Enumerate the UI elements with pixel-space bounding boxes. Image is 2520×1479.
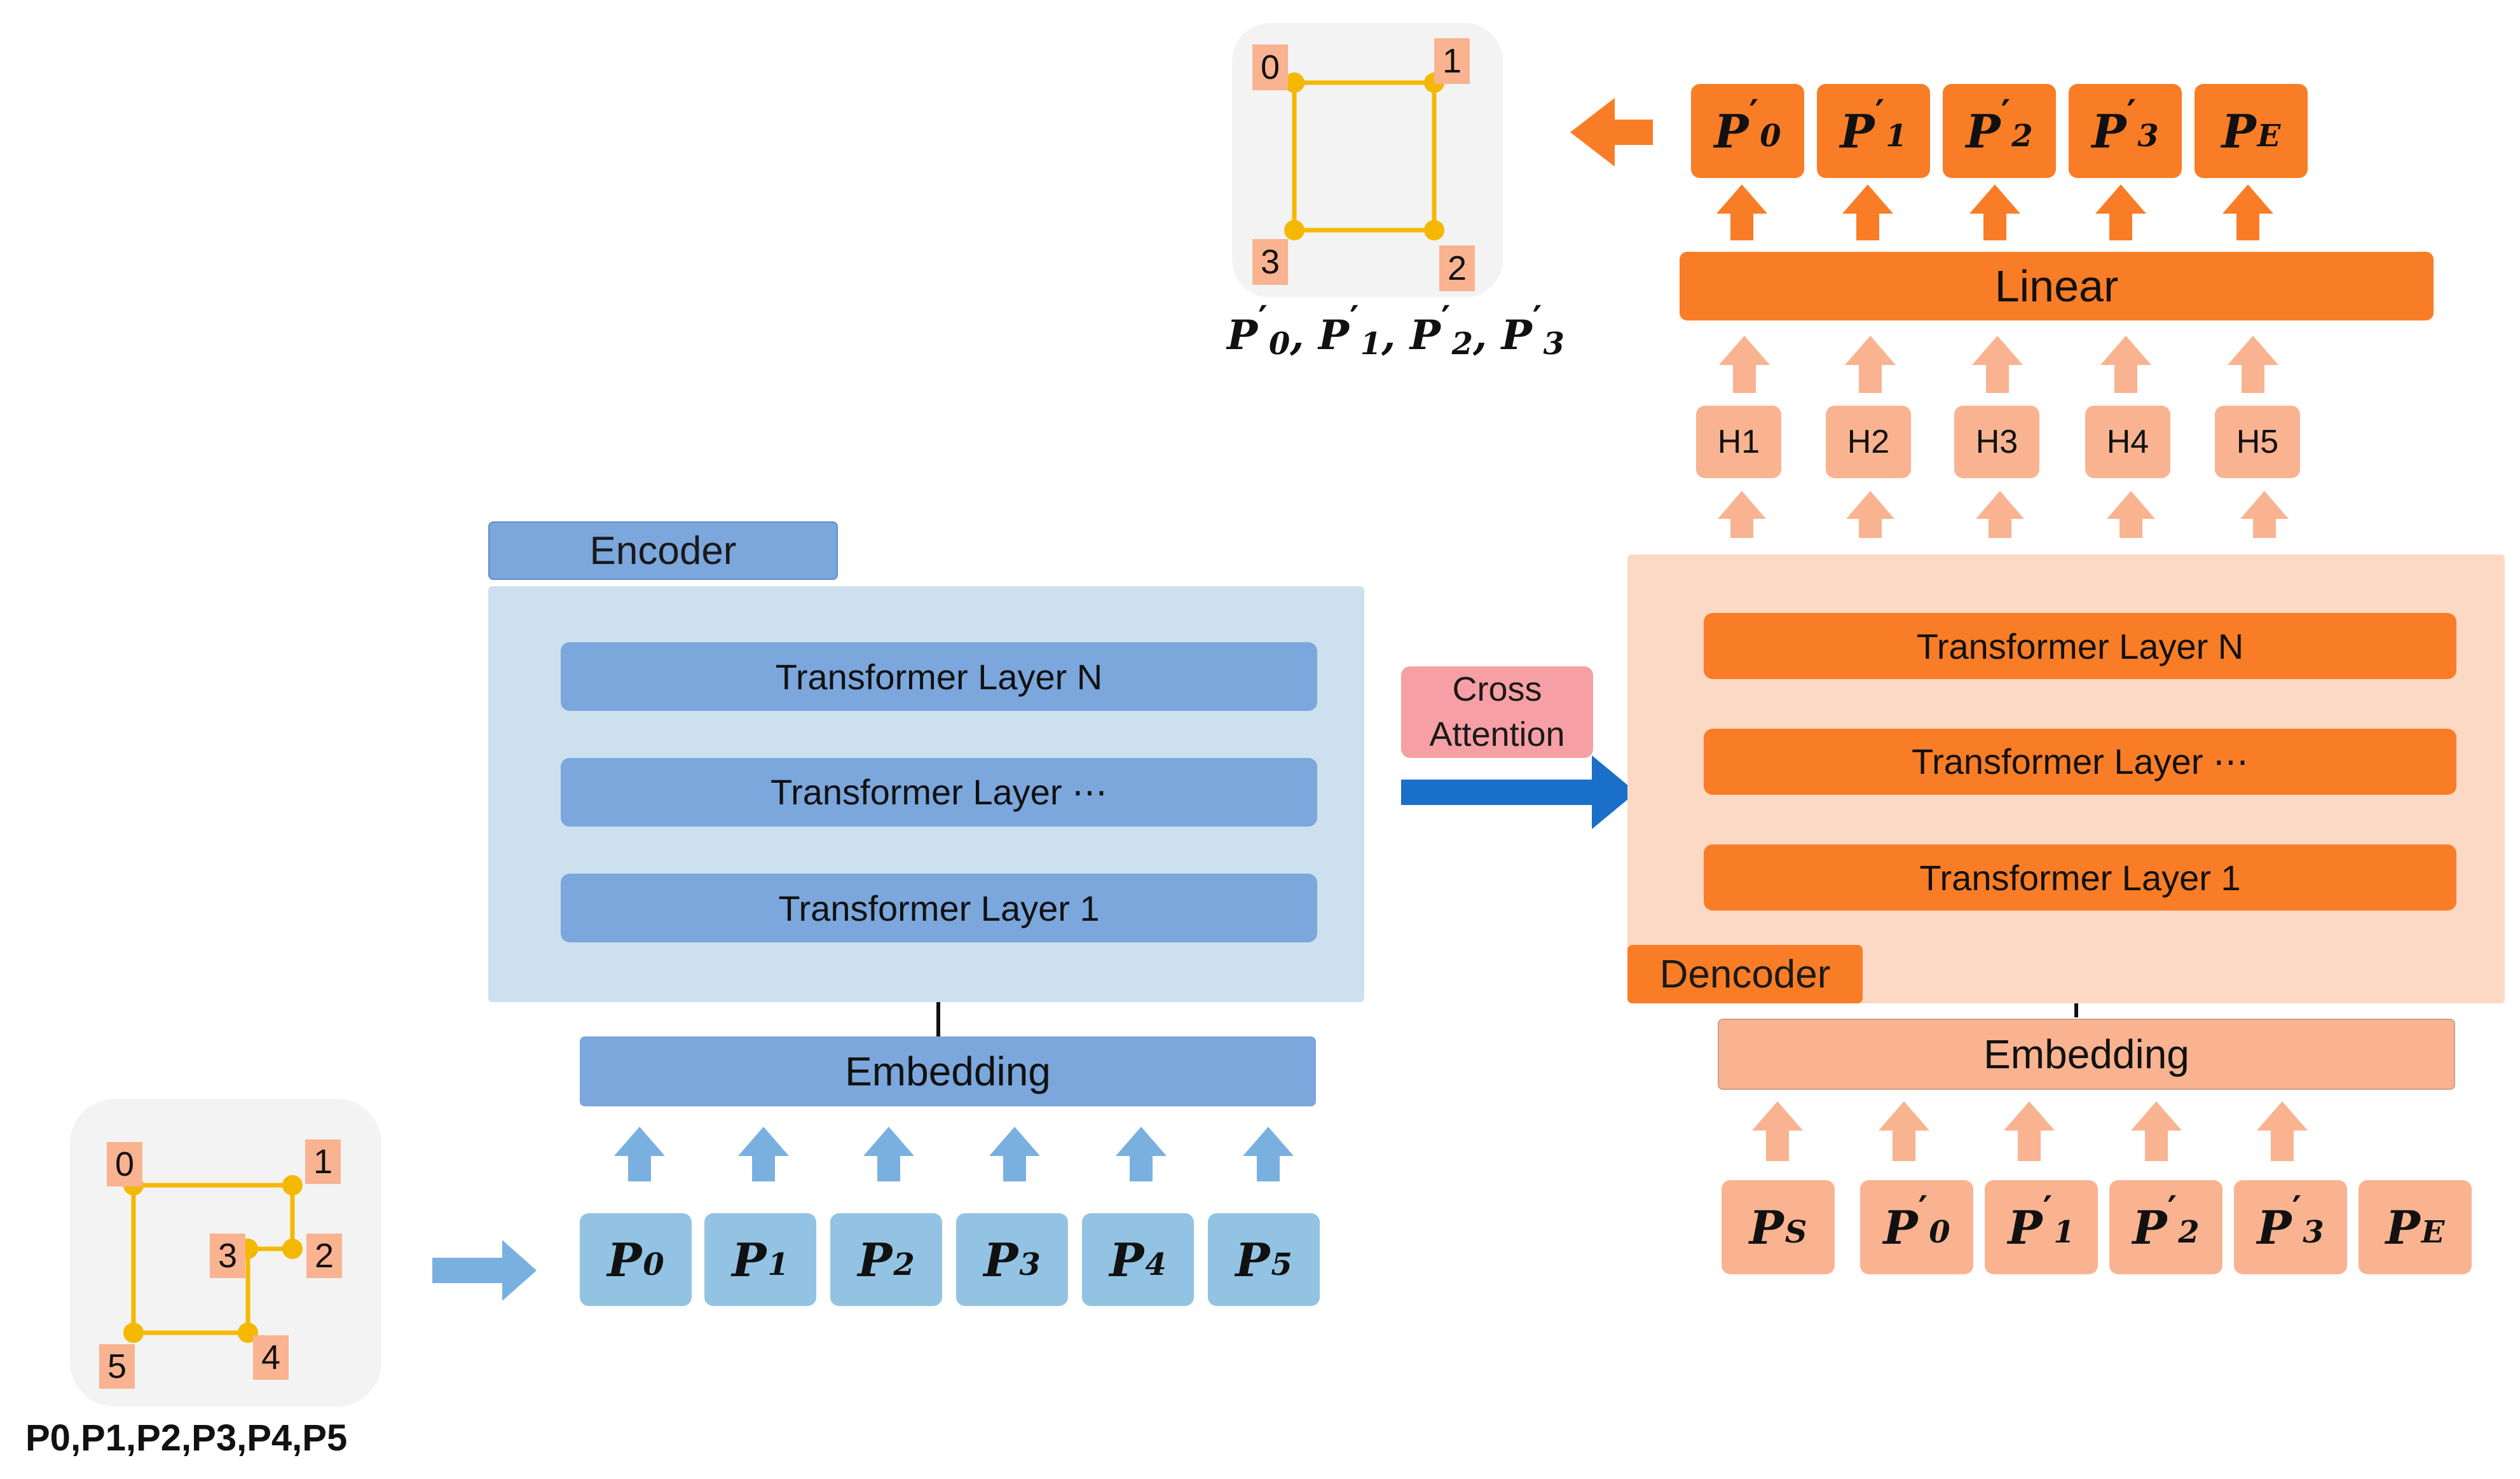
output-p0-prime: P′0 <box>1691 84 1804 178</box>
output-to-graph-arrow <box>1570 98 1653 167</box>
encoder-layer-n: Transformer Layer N <box>561 642 1317 711</box>
decoder-embedding: Embedding <box>1718 1019 2455 1090</box>
hidden-state-h1: H1 <box>1696 406 1781 478</box>
decoder-to-hidden-arrows <box>1718 491 2289 538</box>
input-node-label-4: 4 <box>253 1335 289 1380</box>
decoder-input-p0-prime: P′0 <box>1860 1180 1973 1274</box>
input-node-label-5: 5 <box>99 1344 135 1389</box>
hidden-state-h5: H5 <box>2215 406 2300 478</box>
decoder-input-p1-prime: P′1 <box>1985 1180 2098 1274</box>
cross-attention-arrow <box>1401 755 1636 829</box>
decoder-input-arrows <box>1752 1101 2308 1161</box>
decoder-layer-n: Transformer Layer N <box>1704 613 2456 679</box>
input-node-label-3: 3 <box>210 1234 245 1278</box>
linear-to-output-arrows <box>1716 184 2273 240</box>
output-node-label-1: 1 <box>1434 38 1470 84</box>
cross-attention-line2: Attention <box>1429 715 1565 753</box>
hidden-state-h2: H2 <box>1826 406 1911 478</box>
hidden-state-h4: H4 <box>2085 406 2170 478</box>
cross-attention-line1: Cross <box>1452 670 1542 708</box>
output-node-label-3: 3 <box>1252 239 1288 285</box>
encoder-embedding: Embedding <box>580 1036 1316 1106</box>
linear-layer: Linear <box>1680 252 2434 320</box>
input-graph-caption: P0,P1,P2,P3,P4,P5 <box>25 1417 348 1459</box>
input-node-label-2: 2 <box>306 1234 342 1278</box>
decoder-layer-mid: Transformer Layer ⋯ <box>1704 729 2456 795</box>
input-node-label-1: 1 <box>305 1139 341 1184</box>
output-node-label-0: 0 <box>1252 45 1288 90</box>
output-graph-edges <box>1292 80 1437 233</box>
cross-attention-label: Cross Attention <box>1401 666 1593 758</box>
encoder-title: Encoder <box>488 521 838 580</box>
decoder-input-p3-prime: P′3 <box>2234 1180 2347 1274</box>
input-node-label-0: 0 <box>107 1142 142 1187</box>
output-p1-prime: P′1 <box>1817 84 1930 178</box>
decoder-layer-1: Transformer Layer 1 <box>1704 844 2456 911</box>
encoder-layer-1: Transformer Layer 1 <box>561 874 1317 942</box>
input-graph-edges <box>131 1183 295 1335</box>
decoder-input-p2-prime: P′2 <box>2109 1180 2222 1274</box>
output-graph-caption: P′0, P′1, P′2, P′3 <box>1227 298 1565 362</box>
encoder-input-arrows <box>614 1127 1294 1181</box>
output-node-label-2: 2 <box>1439 245 1475 291</box>
decoder-title: Dencoder <box>1627 945 1863 1003</box>
output-p2-prime: P′2 <box>1943 84 2056 178</box>
hidden-to-linear-arrows <box>1719 336 2278 393</box>
hidden-state-h3: H3 <box>1954 406 2039 478</box>
encoder-layer-mid: Transformer Layer ⋯ <box>561 758 1317 827</box>
output-p3-prime: P′3 <box>2069 84 2182 178</box>
input-to-encoder-arrow <box>432 1240 537 1301</box>
